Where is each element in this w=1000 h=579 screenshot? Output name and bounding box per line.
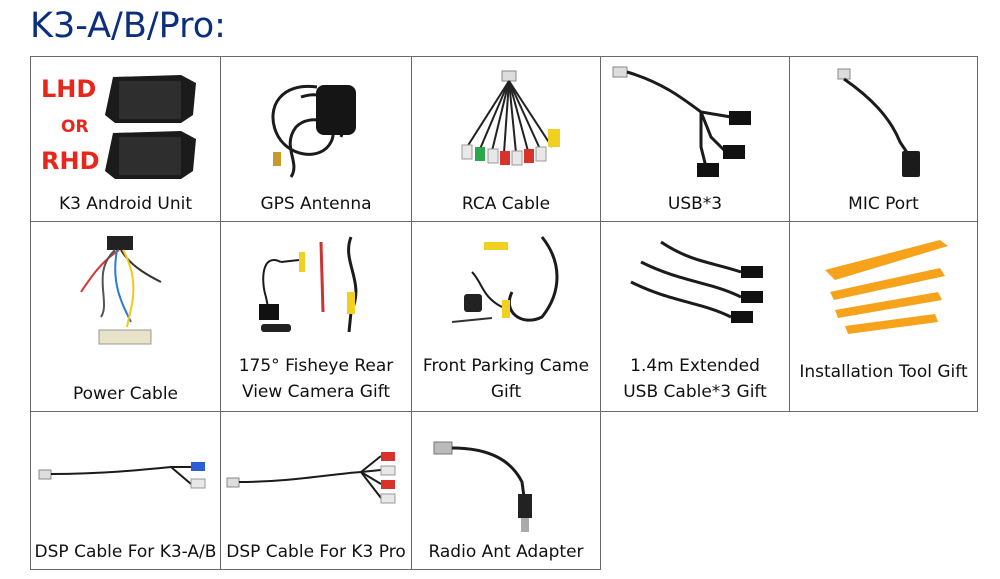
item-k3-android-unit: LHD OR RHD K3 Android Unit <box>30 56 221 222</box>
item-mic-port: MIC Port <box>789 56 978 222</box>
usb-cable-image <box>612 66 751 177</box>
item-rear-camera: 175° Fisheye Rear View Camera Gift <box>220 221 412 412</box>
extended-usb-image <box>630 240 763 323</box>
item-extended-usb: 1.4m Extended USB Cable*3 Gift <box>600 221 790 412</box>
item-power-cable: Power Cable <box>30 221 221 412</box>
caption-line-2: Gift <box>490 382 522 402</box>
item-dsp-cable-k3pro: DSP Cable For K3 Pro <box>220 411 412 570</box>
mic-port-image <box>837 68 920 177</box>
item-caption: MIC Port <box>848 194 919 214</box>
or-label: OR <box>61 117 89 137</box>
lhd-label: LHD <box>41 75 96 103</box>
item-installation-tool: Installation Tool Gift <box>789 221 978 412</box>
item-usb3: USB*3 <box>600 56 790 222</box>
item-gps-antenna: GPS Antenna <box>220 56 412 222</box>
item-caption: Front Parking Came Gift <box>412 353 600 405</box>
item-caption: DSP Cable For K3-A/B <box>34 542 217 562</box>
item-rca-cable: RCA Cable <box>411 56 601 222</box>
item-caption: Power Cable <box>72 384 179 404</box>
caption-line-1: 1.4m Extended <box>630 356 760 376</box>
item-radio-ant-adapter: Radio Ant Adapter <box>411 411 601 570</box>
item-caption: 1.4m Extended USB Cable*3 Gift <box>601 353 789 405</box>
item-caption: DSP Cable For K3 Pro <box>226 542 406 562</box>
rear-camera-image <box>259 236 358 333</box>
installation-tool-image <box>825 240 948 334</box>
item-caption: 175° Fisheye Rear View Camera Gift <box>221 353 411 405</box>
front-camera-image <box>451 236 559 323</box>
item-dsp-cable-k3ab: DSP Cable For K3-A/B <box>30 411 221 570</box>
caption-line-1: Front Parking Came <box>422 356 590 376</box>
item-caption: K3 Android Unit <box>58 194 193 214</box>
android-unit-image: LHD OR RHD <box>41 75 196 179</box>
caption-line-2: View Camera Gift <box>241 382 391 402</box>
rca-cable-image <box>461 70 560 166</box>
dsp-cable-pro-image <box>226 452 396 504</box>
page-title: K3-A/B/Pro: <box>30 6 226 46</box>
rhd-label: RHD <box>41 147 100 175</box>
dsp-cable-ab-image <box>38 462 206 489</box>
power-cable-image <box>80 236 162 345</box>
item-caption: USB*3 <box>667 194 723 214</box>
item-caption: RCA Cable <box>461 194 551 214</box>
caption-line-1: 175° Fisheye Rear <box>238 356 394 376</box>
item-caption: Installation Tool Gift <box>799 362 968 382</box>
item-front-camera: Front Parking Came Gift <box>411 221 601 412</box>
caption-line-2: USB Cable*3 Gift <box>623 382 767 402</box>
gps-antenna-image <box>271 84 356 178</box>
radio-adapter-image <box>433 441 532 532</box>
item-caption: GPS Antenna <box>260 194 372 214</box>
item-caption: Radio Ant Adapter <box>428 542 584 562</box>
